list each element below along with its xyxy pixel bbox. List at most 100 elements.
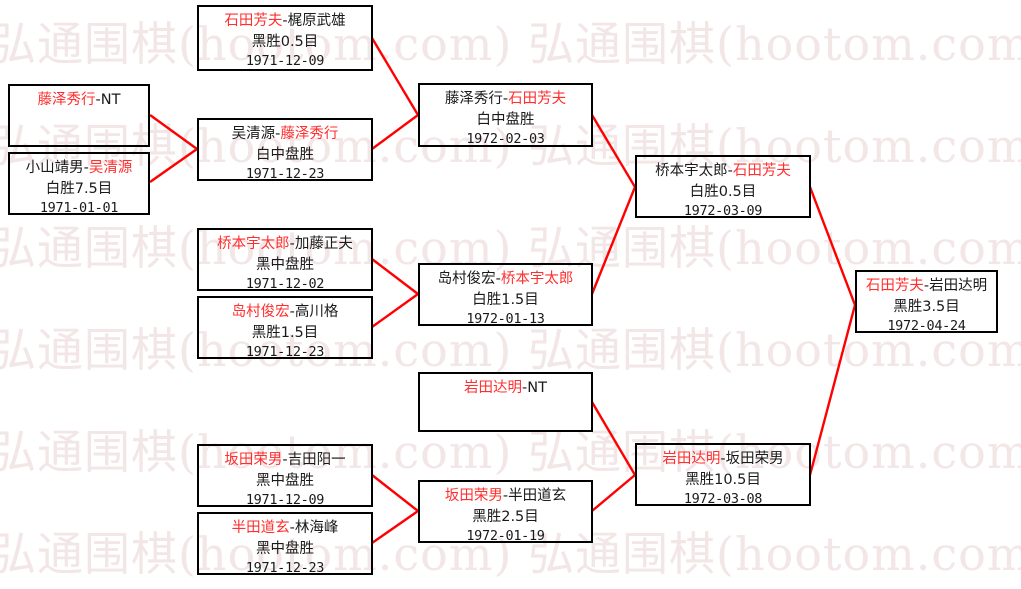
match-players: 岩田达明-坂田荣男: [637, 449, 809, 470]
loser-name: 桥本宇太郎: [655, 163, 728, 179]
connector-line: [590, 401, 637, 476]
match-date: 1971-12-23: [245, 560, 325, 577]
match-players: 岩田达明-NT: [420, 378, 591, 399]
winner-name: 石田芳夫: [732, 163, 791, 179]
connector-line: [590, 114, 637, 188]
winner-name: 半田道玄: [231, 520, 290, 536]
match-players: 小山靖男-吴清源: [10, 158, 148, 179]
match-box[interactable]: 岩田达明-NT: [418, 372, 593, 432]
loser-name: 藤泽秀行: [444, 91, 503, 107]
match-result: 黑胜0.5目: [251, 33, 319, 50]
match-result: 白胜7.5目: [45, 180, 113, 197]
loser-name: 坂田荣男: [725, 451, 784, 467]
connector-line: [371, 510, 419, 544]
match-players: 藤泽秀行-石田芳夫: [420, 89, 591, 110]
match-date: 1972-02-03: [466, 131, 545, 148]
match-players: 石田芳夫-梶原武雄: [199, 11, 371, 32]
winner-name: 岛村俊宏: [231, 304, 290, 320]
match-date: 1972-04-24: [887, 318, 966, 335]
match-box-final[interactable]: 石田芳夫-岩田达明 黑胜3.5目 1972-04-24: [855, 270, 998, 335]
match-date: 1971-12-23: [245, 344, 325, 361]
match-box[interactable]: 岛村俊宏-高川格 黑胜1.5目 1971-12-23: [197, 296, 373, 361]
match-result: 白中盘胜: [256, 146, 314, 163]
match-box[interactable]: 小山靖男-吴清源 白胜7.5目 1971-01-01: [8, 152, 150, 217]
winner-name: 石田芳夫: [865, 278, 924, 294]
match-players: 岛村俊宏-高川格: [199, 302, 371, 323]
name-separator: -: [522, 380, 528, 396]
name-separator: -: [727, 163, 733, 179]
match-result: 黑胜1.5目: [251, 324, 319, 341]
match-result: 黑胜10.5目: [685, 471, 761, 488]
name-separator: -: [95, 92, 101, 108]
connector-line: [370, 37, 420, 116]
match-players: 坂田荣男-半田道玄: [420, 486, 591, 507]
match-date: 1971-01-01: [39, 200, 119, 217]
match-box[interactable]: 石田芳夫-梶原武雄 黑胜0.5目 1971-12-09: [197, 5, 373, 71]
match-players: 吴清源-藤泽秀行: [199, 124, 371, 145]
match-box[interactable]: 半田道玄-林海峰 黑中盘胜 1971-12-23: [197, 512, 373, 577]
name-separator: -: [275, 126, 281, 142]
winner-name: 藤泽秀行: [280, 126, 339, 142]
name-separator: -: [502, 91, 509, 107]
match-box[interactable]: 吴清源-藤泽秀行 白中盘胜 1971-12-23: [197, 118, 373, 182]
name-separator: -: [282, 13, 288, 29]
match-date: 1971-12-09: [245, 53, 325, 70]
match-result: 白胜1.5目: [472, 291, 539, 308]
winner-name: 桥本宇太郎: [500, 271, 574, 287]
name-separator: -: [289, 236, 295, 252]
match-date: 1972-01-19: [466, 528, 545, 545]
name-separator: -: [495, 271, 501, 287]
loser-name: 高川格: [294, 304, 339, 320]
loser-name: 半田道玄: [508, 488, 567, 504]
connector-line: [590, 186, 637, 295]
loser-name: 岛村俊宏: [437, 271, 496, 287]
connector-line: [591, 474, 636, 512]
match-players: 桥本宇太郎-加藤正夫: [199, 234, 371, 255]
name-separator: -: [289, 304, 295, 320]
match-players: 半田道玄-林海峰: [199, 518, 371, 539]
winner-name: 石田芳夫: [224, 13, 283, 29]
name-separator: -: [502, 488, 509, 504]
connector-line: [371, 258, 419, 295]
connector-line: [808, 304, 857, 476]
match-date: 1971-12-02: [245, 276, 325, 293]
winner-name: 岩田达明: [662, 451, 721, 467]
connector-line: [808, 186, 857, 306]
match-result: 白中盘胜: [476, 111, 535, 128]
winner-name: 岩田达明: [464, 380, 523, 396]
match-result: 黑胜3.5目: [893, 298, 960, 315]
loser-name: 吉田阳一: [287, 452, 346, 468]
match-box[interactable]: 坂田荣男-半田道玄 黑胜2.5目 1972-01-19: [418, 480, 593, 545]
match-box[interactable]: 岩田达明-坂田荣男 黑胜10.5目 1972-03-08: [635, 443, 811, 508]
match-players: 坂田荣男-吉田阳一: [199, 450, 371, 471]
match-result: 黑胜2.5目: [472, 508, 539, 525]
connector-line: [371, 474, 419, 512]
match-date: 1972-03-09: [683, 203, 763, 220]
watermark-text: 弘通围棋(hootom.com) 弘通围棋(hootom.com) 弘通围棋(h…: [0, 17, 1021, 71]
match-result: 黑中盘胜: [256, 472, 314, 489]
match-box[interactable]: 桥本宇太郎-石田芳夫 白胜0.5目 1972-03-09: [635, 155, 811, 220]
match-result: 白胜0.5目: [689, 183, 757, 200]
match-date: 1971-12-09: [245, 492, 325, 509]
match-box[interactable]: 藤泽秀行-石田芳夫 白中盘胜 1972-02-03: [418, 83, 593, 147]
name-separator: -: [720, 451, 726, 467]
winner-name: 坂田荣男: [224, 452, 283, 468]
connector-line: [371, 114, 419, 150]
match-box[interactable]: 坂田荣男-吉田阳一 黑中盘胜 1971-12-09: [197, 444, 373, 509]
connector-line: [371, 293, 419, 328]
match-date: 1972-03-08: [683, 491, 763, 508]
connector-line: [149, 148, 198, 183]
loser-name: 吴清源: [231, 126, 276, 142]
loser-name: 小山靖男: [25, 160, 84, 176]
name-separator: -: [289, 520, 295, 536]
match-box[interactable]: 桥本宇太郎-加藤正夫 黑中盘胜 1971-12-02: [197, 228, 373, 293]
match-date: 1972-01-13: [466, 311, 545, 328]
loser-name: NT: [527, 380, 547, 396]
match-players: 岛村俊宏-桥本宇太郎: [420, 269, 591, 290]
connector-line: [149, 114, 198, 150]
match-box[interactable]: 岛村俊宏-桥本宇太郎 白胜1.5目 1972-01-13: [418, 263, 593, 328]
winner-name: 坂田荣男: [444, 488, 503, 504]
winner-name: 石田芳夫: [508, 91, 567, 107]
match-box[interactable]: 藤泽秀行-NT: [8, 84, 150, 147]
